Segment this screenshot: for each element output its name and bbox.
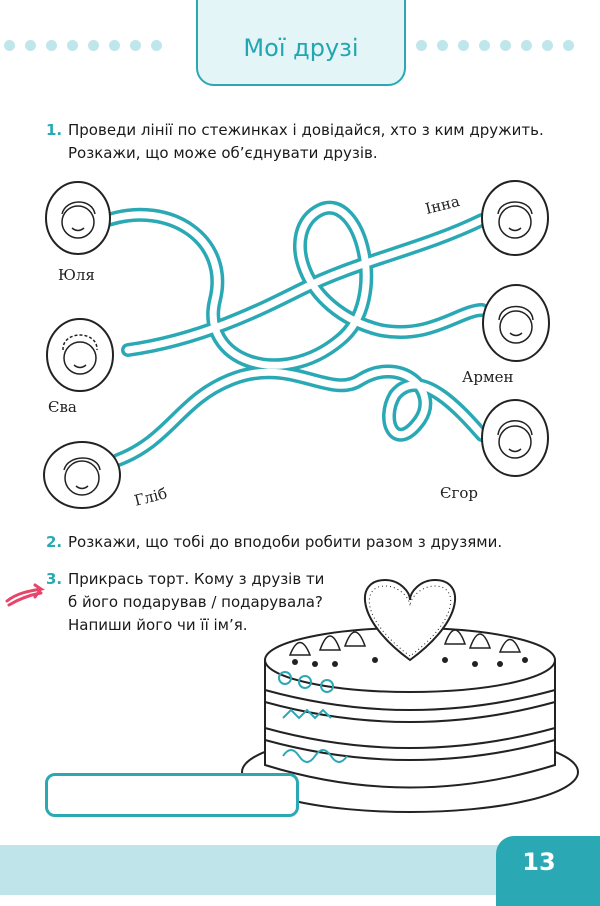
friendship-maze (43, 180, 550, 509)
portrait-hlib (43, 441, 121, 509)
portrait-armen (482, 284, 550, 362)
page-number: 13 (522, 848, 556, 876)
task-3-line-2: б його подарував / подарувала? (68, 593, 323, 611)
decor-dots-right (416, 40, 574, 51)
task-3-line-3: Напиши його чи її ім’я. (68, 616, 248, 634)
portrait-yehor (481, 399, 549, 477)
portrait-yulia (45, 181, 111, 255)
cake-illustration[interactable] (235, 560, 585, 830)
task-3-number: 3. (46, 570, 63, 588)
label-yulia: Юля (58, 266, 95, 284)
portrait-inna (481, 180, 549, 256)
task-3-line-1: Прикрась торт. Кому з друзів ти (68, 570, 325, 588)
task-2-number: 2. (46, 533, 63, 551)
decor-dots-left (4, 40, 162, 51)
task-1-line-2: Розкажи, що може об’єднувати друзів. (68, 144, 378, 162)
task-1-line-1: Проведи лінії по стежинках і довідайся, … (68, 121, 544, 139)
label-yehor: Єгор (440, 484, 478, 502)
page-title: Мої друзі (243, 34, 359, 62)
name-answer-field[interactable] (45, 773, 299, 817)
label-yeva: Єва (48, 398, 77, 416)
portrait-yeva (46, 318, 114, 392)
page-number-tab (496, 836, 600, 906)
title-tab: Мої друзі (196, 0, 406, 86)
task-2-line-1: Розкажи, що тобі до вподоби робити разом… (68, 533, 503, 551)
pointer-arrow-icon (5, 583, 45, 607)
task-1-number: 1. (46, 121, 63, 139)
label-armen: Армен (462, 368, 514, 386)
